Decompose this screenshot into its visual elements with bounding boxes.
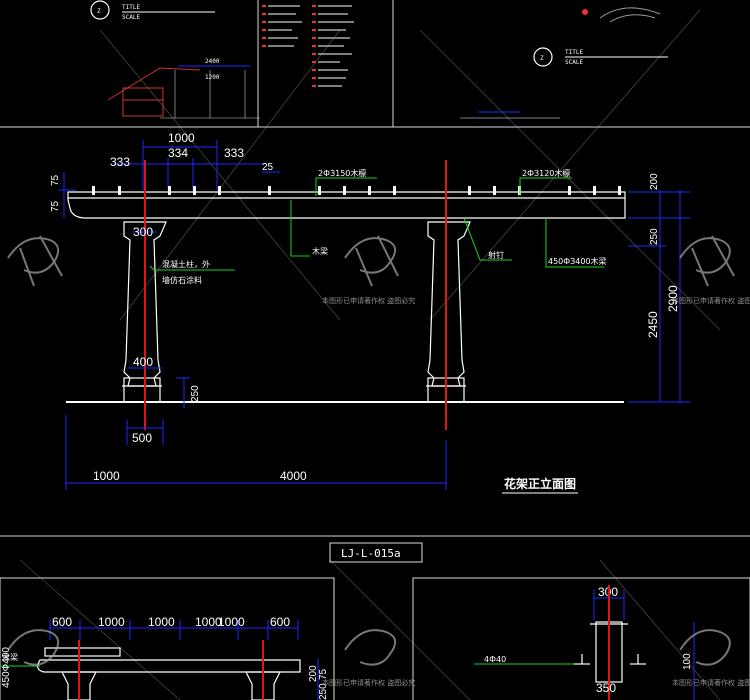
- watermark-diagonals: [19, 9, 721, 700]
- callout-column-line1: 混凝土柱，外: [162, 259, 210, 269]
- dim-bottom-left: 1000: [93, 469, 120, 483]
- pergola-front-elevation: 1000 333 334 333 25 75 75: [50, 131, 690, 494]
- lower-dim-3: 1000: [195, 615, 222, 629]
- top-thumbnails: Z TITLE SCALE 2400 1200: [0, 0, 750, 128]
- thumb-right-scale: SCALE: [565, 59, 583, 66]
- dim-column-cap: 300: [133, 225, 153, 239]
- section-right-dim: 100: [682, 653, 693, 670]
- section-left-label: 4Ф40: [484, 655, 506, 664]
- callout-rafter: 2ФЗ150木檩: [318, 168, 366, 178]
- callout-anchor: 射钉: [488, 250, 504, 260]
- dim-top-left: 333: [110, 155, 130, 169]
- lower-dim-5: 600: [270, 615, 290, 629]
- watermark-text-right: 本图形已申请著作权 盗图必究: [672, 296, 750, 305]
- drawing-title: 花架正立面图: [504, 476, 576, 491]
- dim-top-overall: 1000: [168, 131, 195, 145]
- lower-right-dim-75: 75: [318, 668, 329, 680]
- lower-dim-2: 1000: [148, 615, 175, 629]
- lower-right-dim-200: 200: [308, 665, 319, 682]
- lower-dim-4: 1000: [218, 615, 245, 629]
- thumb-left-dim-b: 1200: [205, 74, 220, 81]
- lower-right-section: 300 4Ф40 100 350: [412, 577, 750, 700]
- lower-dim-0: 600: [52, 615, 72, 629]
- lower-right-dim-250: 250: [318, 683, 329, 700]
- dim-plinth: 250: [190, 385, 201, 402]
- thumb-left-scale: SCALE: [122, 14, 140, 21]
- callout-beam: 木梁: [312, 246, 328, 256]
- thumb-right-circle-label: Z: [540, 55, 544, 62]
- callout-column-line2: 墙仿石涂料: [162, 275, 202, 285]
- watermark-text-lower-right: 本图形已申请著作权 盗图必究: [672, 678, 750, 687]
- lower-dim-1: 1000: [98, 615, 125, 629]
- thumb-left-circle-label: Z: [97, 8, 101, 15]
- watermark-seals: [7, 235, 735, 666]
- section-base-dim: 350: [596, 681, 616, 695]
- thumb-right-title: TITLE: [565, 49, 583, 56]
- thumb-left-dim-a: 2400: [205, 58, 220, 65]
- thumb-left-title: TITLE: [122, 4, 140, 11]
- dim-left-75-lower: 75: [50, 200, 61, 212]
- sheet-code: LJ-L-015a: [341, 547, 401, 560]
- dim-column-base: 400: [133, 355, 153, 369]
- dim-left-75-upper: 75: [50, 174, 61, 186]
- callout-purlin: 2ФЗ120木檩: [522, 168, 570, 178]
- dim-right-250: 250: [649, 228, 660, 245]
- callout-joist: 450ФЗ400木梁: [548, 256, 607, 266]
- watermark-text-center: 本图形已申请著作权 盗图必究: [322, 296, 415, 305]
- dim-column-foot: 500: [132, 431, 152, 445]
- dim-small-25: 25: [262, 162, 274, 173]
- dim-right-2450: 2450: [646, 311, 660, 338]
- dim-top-middle: 334: [168, 146, 188, 160]
- lower-side-label: 木梁: [2, 652, 18, 662]
- dim-right-2900: 2900: [666, 285, 680, 312]
- dim-right-200: 200: [649, 173, 660, 190]
- watermark-text-lower-center: 本图形已申请著作权 盗图必究: [322, 678, 415, 687]
- lower-left-elevation: 600 1000 1000 1000 1000 600 450Ф400 木梁 2…: [0, 577, 335, 700]
- dim-bottom-span: 4000: [280, 469, 307, 483]
- dim-top-right: 333: [224, 146, 244, 160]
- lower-side-dim: 450Ф400: [1, 647, 12, 688]
- sheet-code-box: LJ-L-015a: [329, 542, 423, 563]
